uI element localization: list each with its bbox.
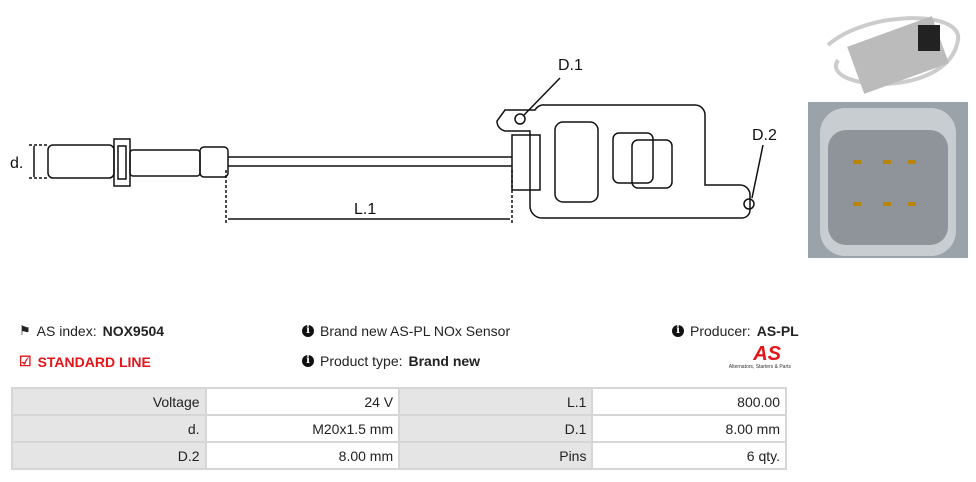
product-type: i Product type: Brand new — [302, 353, 480, 369]
l1-label: L.1 — [354, 201, 376, 218]
as-index-label: AS index: — [36, 323, 97, 339]
spec-label: Voltage — [11, 387, 207, 416]
connector-photo[interactable] — [808, 102, 968, 258]
standard-line: ☑ STANDARD LINE — [19, 353, 151, 370]
producer-value: AS-PL — [756, 323, 799, 339]
spec-value: 800.00 — [591, 387, 787, 416]
as-index: ⚑ AS index: NOX9504 — [19, 323, 164, 339]
product-type-label: Product type: — [320, 353, 403, 369]
info-icon: i — [672, 325, 684, 337]
tag-icon: ⚑ — [19, 323, 31, 338]
product-type-value: Brand new — [408, 353, 481, 369]
as-pl-logo: AS Alternators, Starters & Parts — [715, 344, 791, 370]
spec-label: Pins — [398, 441, 594, 470]
d-label: d. — [10, 155, 23, 172]
spec-label: D.2 — [11, 441, 207, 470]
d2-label: D.2 — [752, 127, 777, 144]
spec-value: 8.00 mm — [204, 441, 401, 470]
checkbox-icon: ☑ — [19, 353, 32, 369]
spec-label: d. — [11, 414, 207, 443]
standard-line-label: STANDARD LINE — [37, 353, 151, 370]
spec-value: 8.00 mm — [591, 414, 787, 443]
spec-label: D.1 — [398, 414, 594, 443]
logo-text: AS — [753, 343, 781, 365]
logo-tagline: Alternators, Starters & Parts — [728, 364, 791, 370]
sensor-dimension-diagram: d. L.1 D.1 D.2 — [10, 57, 777, 225]
spec-value: 6 qty. — [591, 441, 787, 470]
info-icon: i — [302, 355, 314, 367]
as-index-value: NOX9504 — [102, 323, 165, 339]
spec-value: M20x1.5 mm — [204, 414, 401, 443]
producer: i Producer: AS-PL — [672, 323, 799, 339]
info-icon: i — [302, 325, 314, 337]
spec-label: L.1 — [398, 387, 594, 416]
description: i Brand new AS-PL NOx Sensor — [302, 323, 510, 339]
product-photo[interactable] — [808, 0, 968, 98]
producer-label: Producer: — [690, 323, 751, 339]
description-text: Brand new AS-PL NOx Sensor — [320, 323, 511, 339]
spec-value: 24 V — [204, 387, 401, 416]
d1-label: D.1 — [558, 57, 583, 74]
